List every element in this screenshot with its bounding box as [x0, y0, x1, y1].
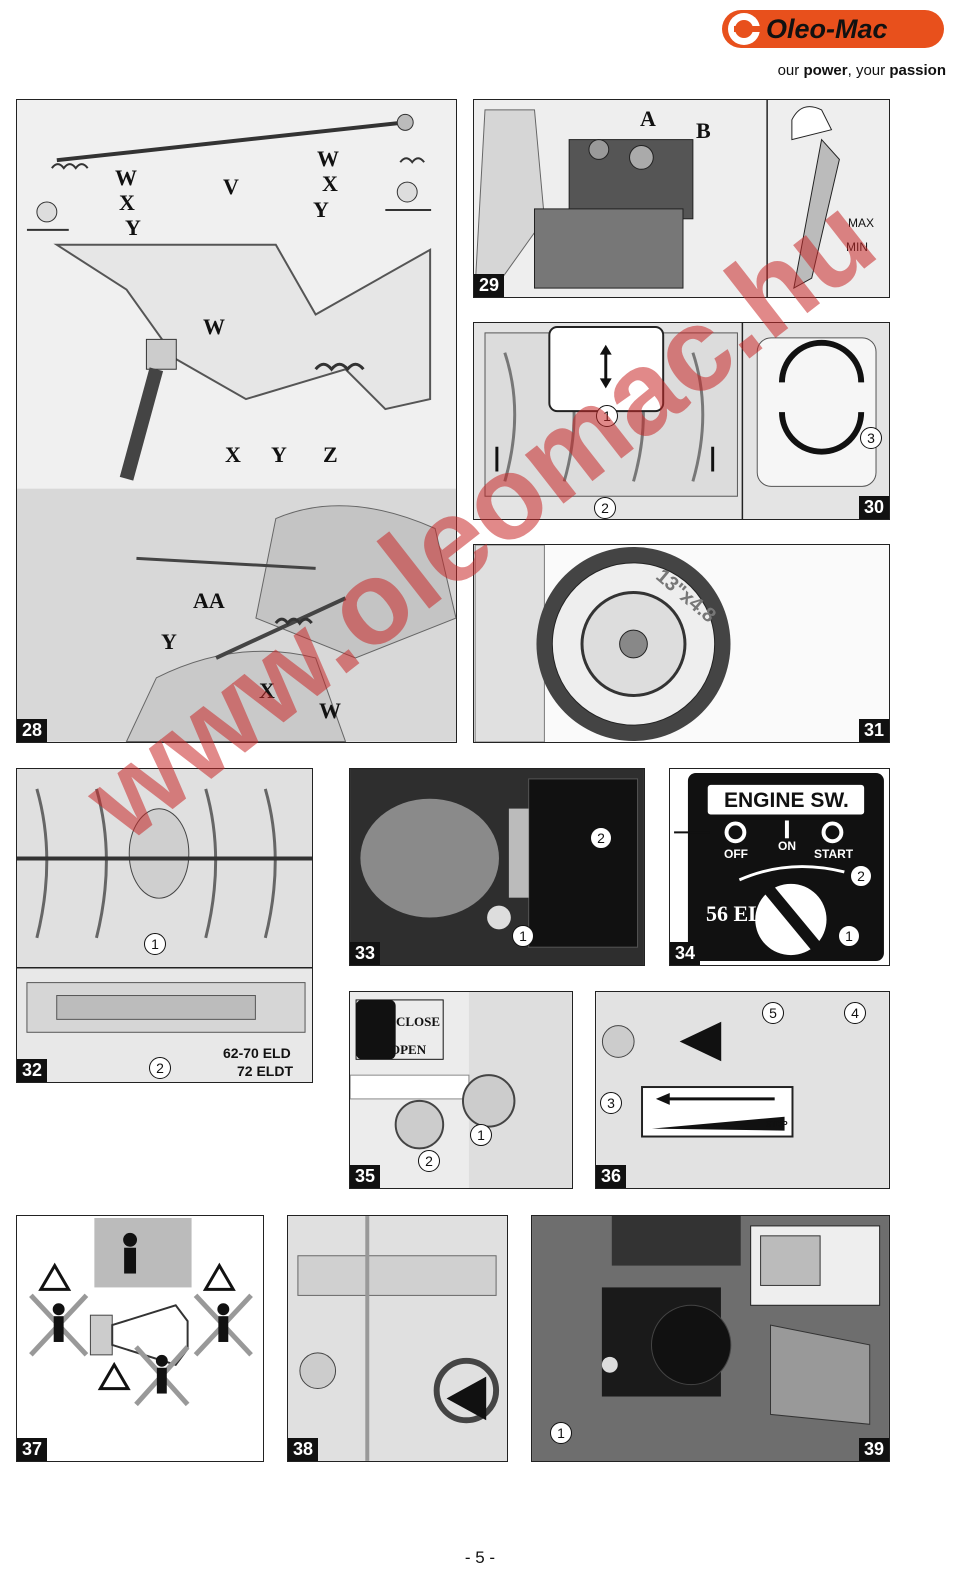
label-w: W [115, 165, 137, 190]
figure-number: 34 [670, 942, 701, 965]
model-label-2: 72 ELDT [237, 1063, 294, 1079]
choke-open: OPEN [390, 1042, 427, 1057]
figure-39: 1 39 [531, 1215, 890, 1462]
figure-number: 36 [596, 1165, 627, 1188]
figure-32-drawing [17, 769, 312, 1033]
label-a: A [640, 106, 656, 131]
figure-28: W X Y V W X Y W X Y Z AA Y X W 28 [16, 99, 457, 743]
model-label: 56 EL [706, 901, 763, 926]
figure-number: 30 [858, 496, 889, 519]
label-x: X [259, 678, 275, 703]
callout-4: 4 [844, 1002, 866, 1024]
figure-38-drawing [288, 1216, 507, 1461]
callout-5: 5 [762, 1002, 784, 1024]
figure-number: 29 [474, 274, 505, 297]
callout-2: 2 [149, 1057, 171, 1079]
label-y: Y [125, 215, 141, 240]
figure-35-drawing [350, 992, 572, 1188]
callout-1: 1 [144, 933, 166, 955]
figure-35: CLOSE OPEN 1 2 35 [349, 991, 573, 1189]
callout-1: 1 [838, 925, 860, 947]
callout-2: 2 [418, 1150, 440, 1172]
label-z: Z [323, 442, 338, 467]
callout-1: 1 [596, 405, 618, 427]
figure-31: 13"x4.8 31 [473, 544, 890, 743]
switch-off: OFF [724, 847, 748, 861]
svg-text:Oleo-Mac: Oleo-Mac [766, 14, 888, 44]
figure-29: A B MAX MIN 29 [473, 99, 890, 298]
label-x: X [322, 171, 338, 196]
label-aa: AA [193, 588, 225, 613]
figure-37-drawing [29, 1217, 253, 1407]
figure-38: 38 [287, 1215, 508, 1462]
dipstick-min: MIN [846, 240, 868, 254]
figure-33-drawing [350, 769, 644, 965]
figure-number: 33 [350, 942, 381, 965]
label-x: X [225, 442, 241, 467]
figure-number: 28 [17, 719, 48, 742]
figure-number: 37 [17, 1438, 48, 1461]
figure-32: 1 2 62-70 ELD 72 ELDT 32 [16, 768, 313, 1083]
callout-1: 1 [550, 1422, 572, 1444]
callout-2: 2 [594, 497, 616, 519]
choke-close: CLOSE [396, 1014, 441, 1029]
figure-28-drawing [17, 113, 456, 742]
label-x: X [119, 190, 135, 215]
label-y: Y [161, 629, 177, 654]
speed-stop: STOP [766, 1120, 788, 1129]
label-b: B [696, 118, 711, 143]
figure-34-drawing [674, 772, 884, 962]
model-label-1: 62-70 ELD [223, 1045, 291, 1061]
switch-title: ENGINE SW. [724, 789, 849, 812]
callout-1: 1 [470, 1124, 492, 1146]
callout-2: 2 [590, 827, 612, 849]
figure-number: 32 [17, 1059, 48, 1082]
figure-34: ENGINE SW. OFF ON START 56 EL 1 2 34 [669, 768, 890, 966]
label-y: Y [313, 197, 329, 222]
label-w: W [317, 146, 339, 171]
figure-37: 37 [16, 1215, 264, 1462]
figure-36-drawing [596, 992, 889, 1188]
label-w: W [203, 314, 225, 339]
oleo-mac-logo: Oleo-Mac [722, 6, 948, 52]
dipstick-max: MAX [848, 216, 875, 230]
brand-tagline: our power, your passion [777, 62, 946, 79]
figure-31-drawing [474, 545, 731, 742]
label-v: V [223, 174, 239, 199]
callout-3: 3 [600, 1092, 622, 1114]
figure-29-drawing [474, 100, 840, 297]
switch-on: ON [778, 839, 796, 853]
figure-30-drawing [484, 323, 877, 519]
switch-start: START [814, 847, 854, 861]
callout-3: 3 [860, 427, 882, 449]
figure-number: 31 [858, 719, 889, 742]
figure-33: 2 1 33 [349, 768, 645, 966]
callout-2: 2 [850, 865, 872, 887]
figure-number: 38 [288, 1438, 319, 1461]
label-w: W [319, 698, 341, 723]
page-number: - 5 - [464, 1548, 496, 1567]
label-y: Y [271, 442, 287, 467]
figure-39-drawing [532, 1216, 889, 1461]
figure-36: 3 4 5 STOP 36 [595, 991, 890, 1189]
callout-1: 1 [512, 925, 534, 947]
figure-number: 35 [350, 1165, 381, 1188]
figure-number: 39 [858, 1438, 889, 1461]
figure-30: 1 2 3 30 [473, 322, 890, 520]
